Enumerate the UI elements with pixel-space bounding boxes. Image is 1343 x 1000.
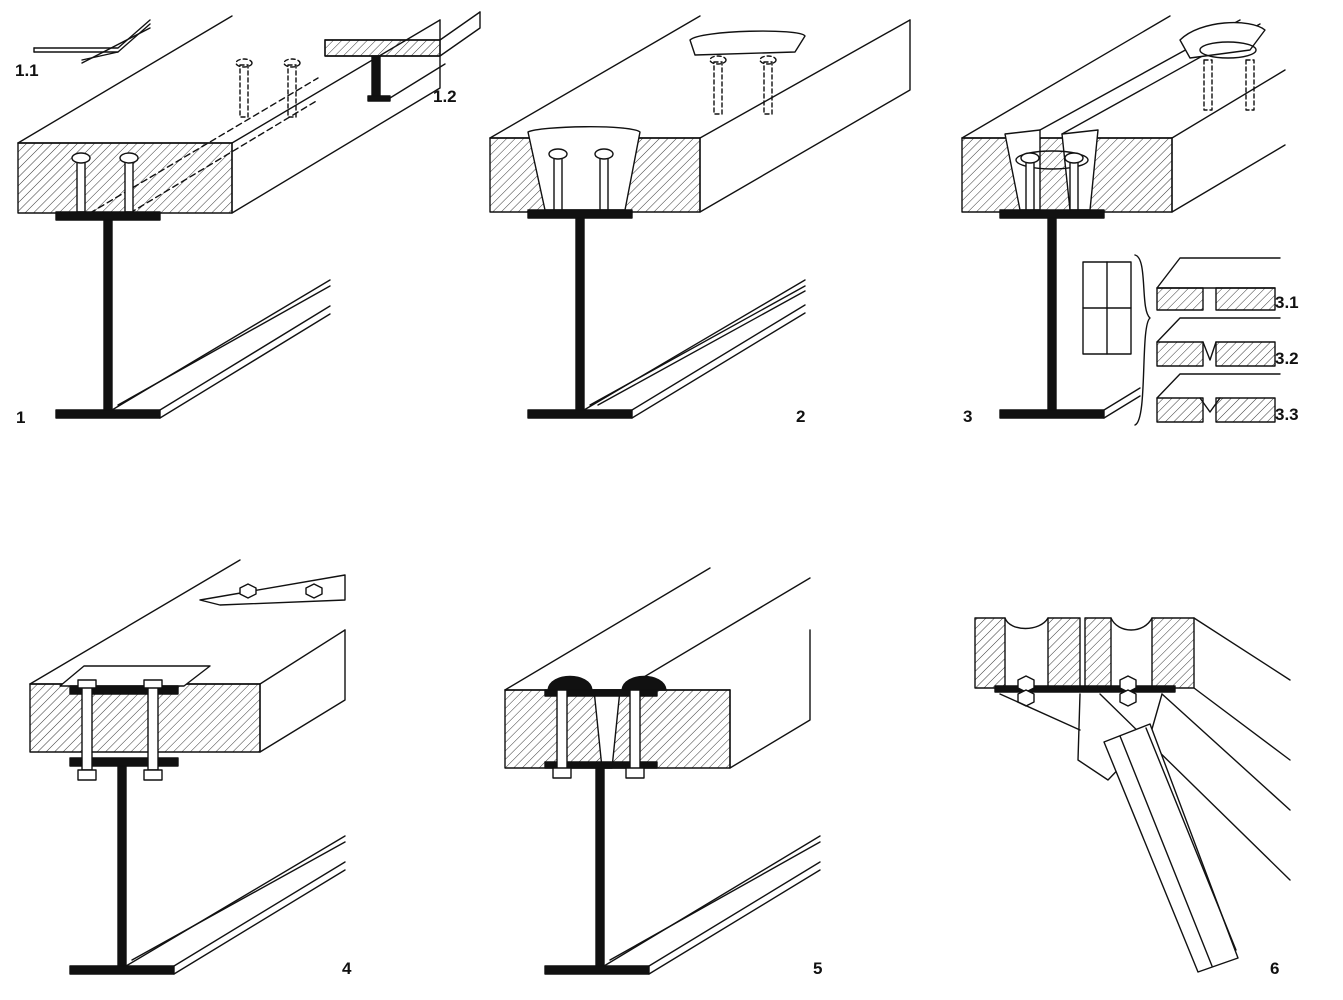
shear-stud-icon — [119, 152, 139, 213]
label-detail-1-2: 1.2 — [433, 87, 457, 106]
label-detail-1: 1 — [16, 408, 26, 427]
label-detail-1-1: 1.1 — [15, 61, 39, 80]
label-detail-3-1: 3.1 — [1275, 293, 1299, 312]
hex-bolt-icon — [239, 583, 257, 599]
detail-2-pocket-connection — [489, 15, 911, 419]
detail-5-bolted-joint — [504, 567, 821, 975]
steel-i-beam-icon — [55, 211, 331, 419]
detail-3-joint-connection — [961, 15, 1286, 426]
detail-3-2-joint-profile — [1156, 317, 1281, 367]
detail-1-1-profile-sheet — [33, 19, 151, 64]
detail-6-angle-support — [974, 617, 1291, 973]
label-detail-2: 2 — [796, 407, 806, 426]
label-detail-6: 6 — [1270, 959, 1280, 978]
detail-1-2-composite-section — [324, 11, 481, 102]
hex-bolt-icon — [305, 583, 323, 599]
detail-3-1-joint-profile — [1156, 257, 1281, 311]
label-detail-3-3: 3.3 — [1275, 405, 1299, 424]
label-detail-3: 3 — [963, 407, 973, 426]
detail-4-bolted-connection — [29, 559, 346, 975]
label-detail-4: 4 — [342, 959, 352, 978]
label-detail-5: 5 — [813, 959, 823, 978]
detail-3-3-joint-profile — [1156, 373, 1281, 423]
detail-1-slab-on-steel-beam — [17, 11, 481, 419]
label-detail-3-2: 3.2 — [1275, 349, 1299, 368]
